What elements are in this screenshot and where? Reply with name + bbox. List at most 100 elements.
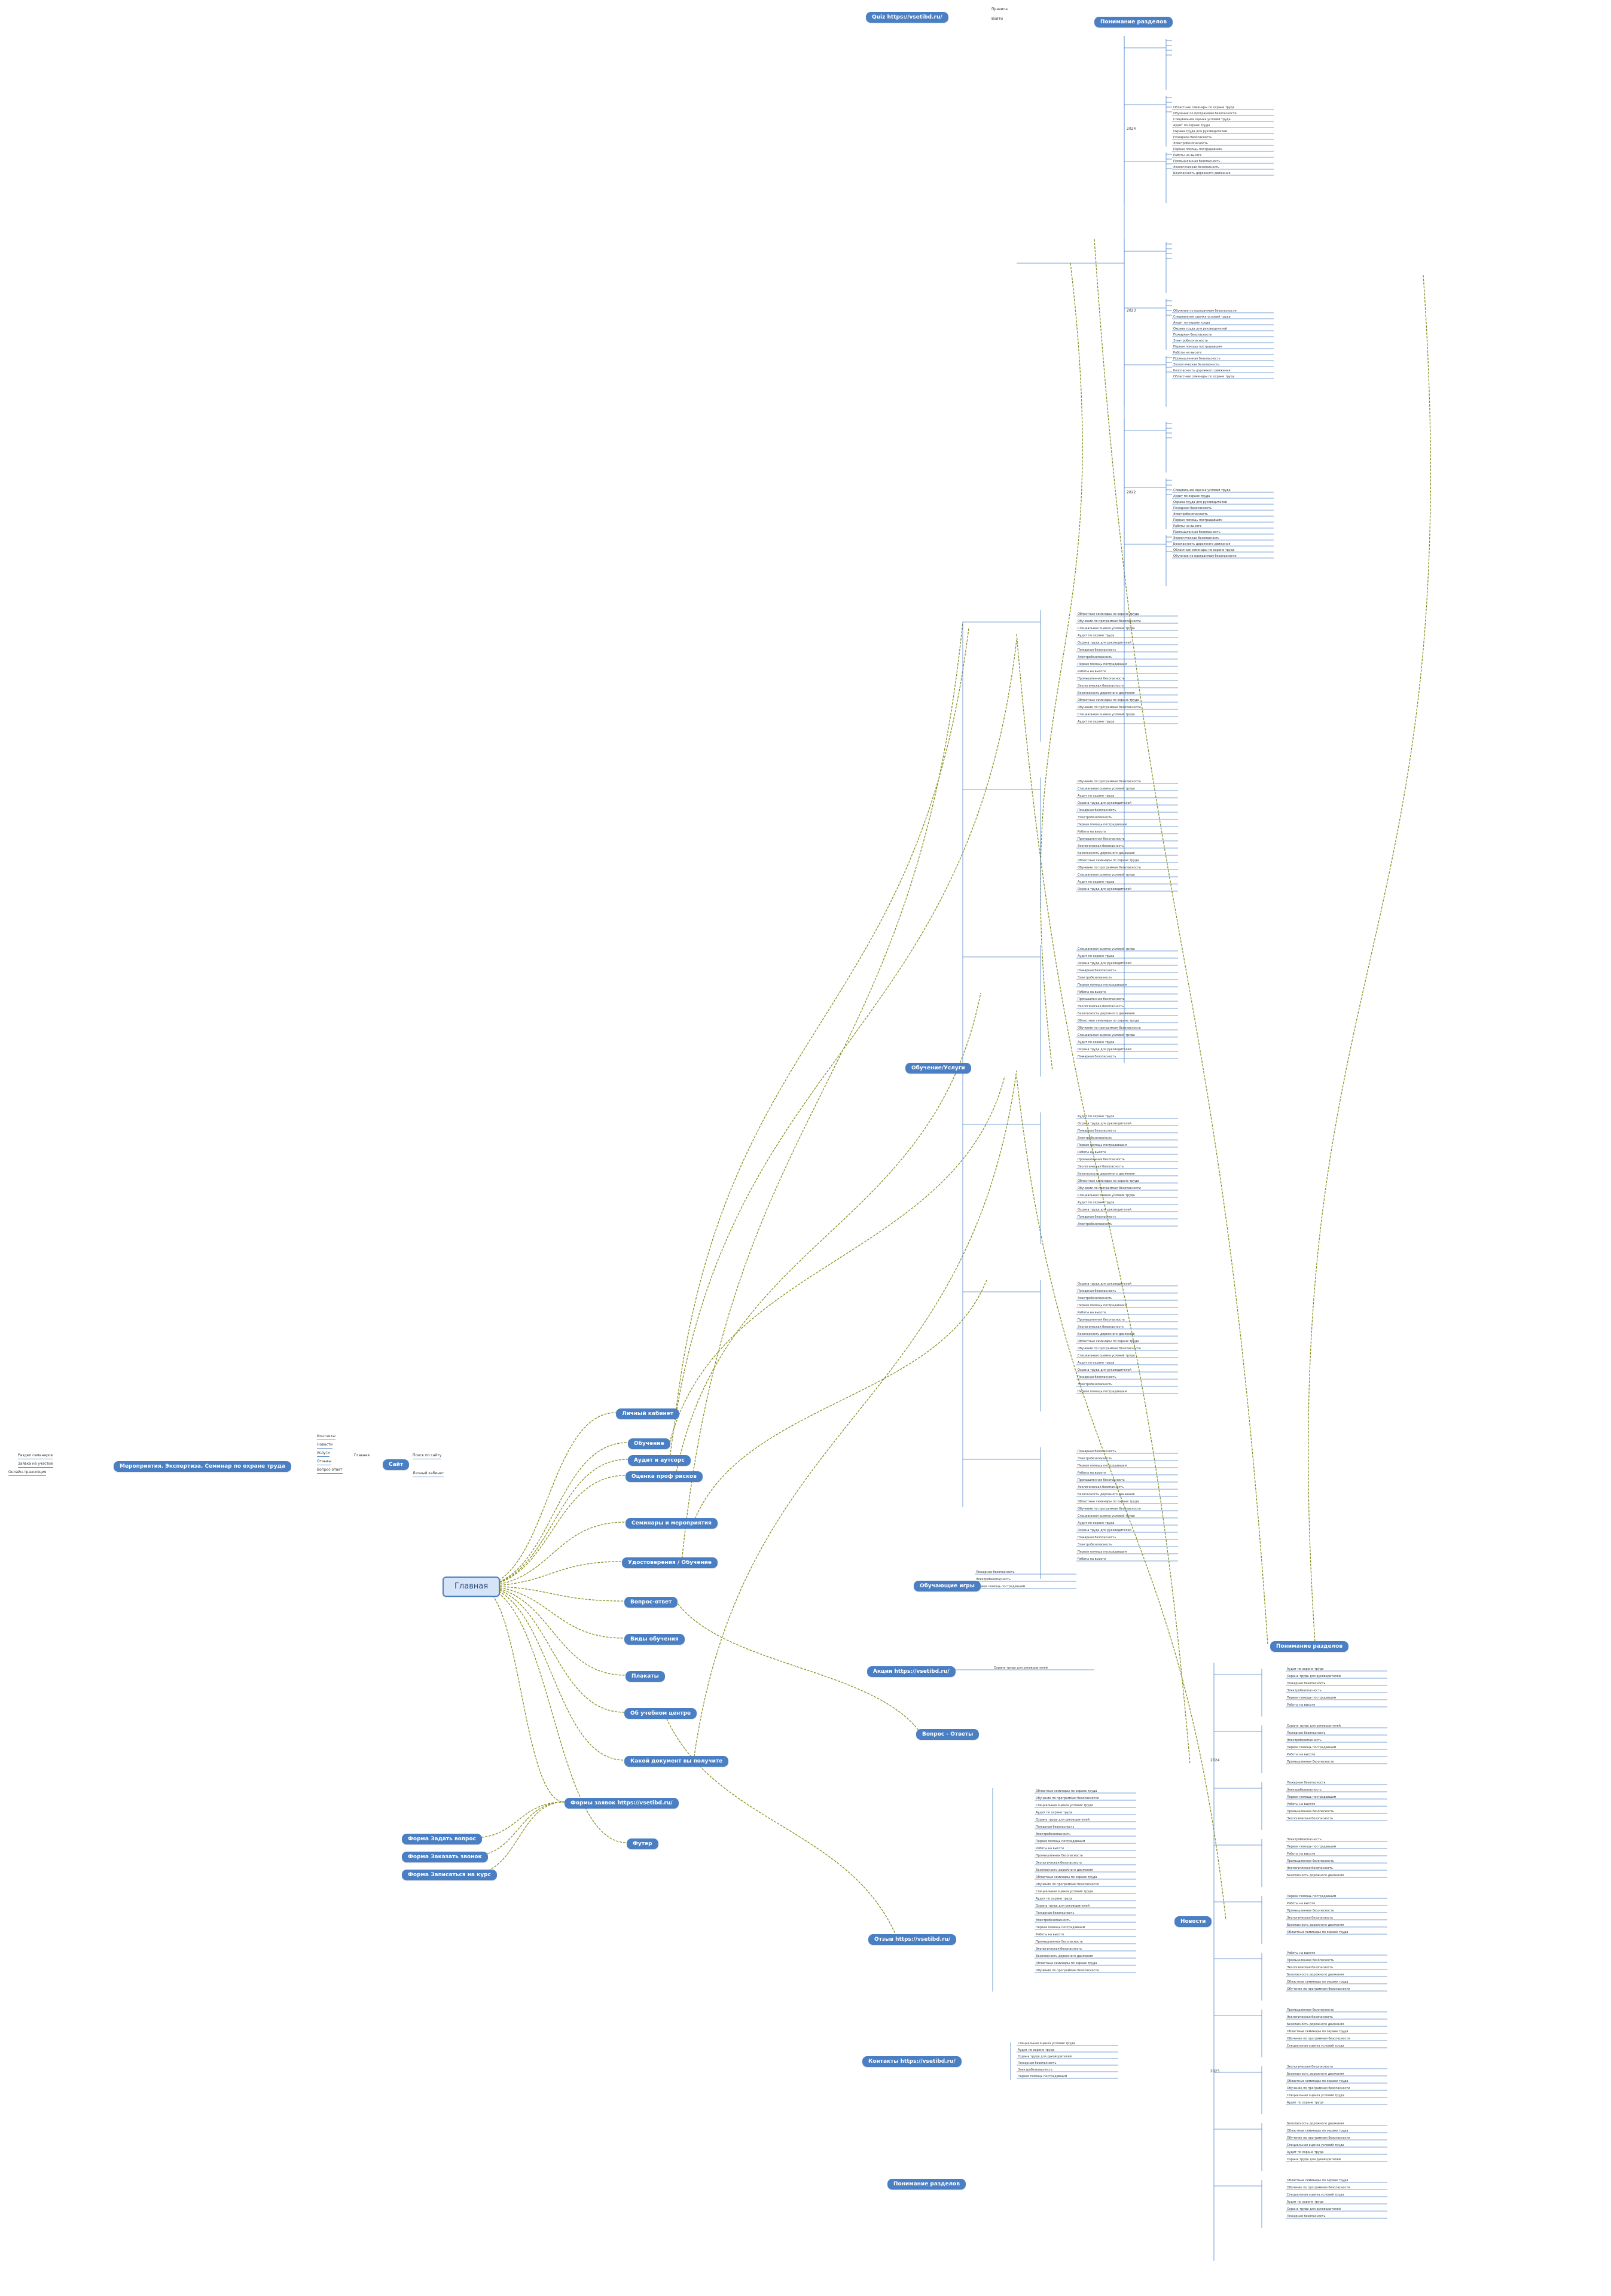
site-right-item[interactable]: Личный кабинет [413, 1471, 444, 1477]
site-item[interactable]: Вопрос-ответ [317, 1468, 343, 1474]
tree-leaf-label: Промышленная безопасность [1078, 1318, 1125, 1322]
quiz-item[interactable]: Правила [991, 7, 1008, 11]
tree-leaf-label: Обучение по программам безопасности [1078, 1187, 1141, 1190]
section-vidy[interactable]: Виды обучения [624, 1634, 685, 1645]
tree-leaf-label: Пожарная безопасность [1287, 1731, 1325, 1735]
tree-leaf-label: Электробезопасность [1078, 1543, 1112, 1547]
tree-leaf-label: Пожарная безопасность [1078, 648, 1116, 652]
connector-link [478, 1585, 625, 1713]
connector-link [478, 1442, 628, 1587]
section-lk[interactable]: Личный кабинет [616, 1408, 680, 1419]
section-udost[interactable]: Удостоверения / Обучение [622, 1557, 718, 1568]
tree-leaf-label: Электробезопасность [1036, 1832, 1070, 1836]
section-prof[interactable]: Оценка проф рисков [626, 1471, 703, 1482]
site-item[interactable]: Новости [317, 1443, 333, 1449]
tree-leaf-label: Пожарная безопасность [1078, 809, 1116, 812]
event-item[interactable]: Заявка на участие [18, 1462, 53, 1468]
mid-actions[interactable]: Акции https://vsetibd.ru/ [867, 1666, 956, 1677]
tree-leaf-label: Аудит по охране труда [1287, 2200, 1323, 2204]
tree-leaf-label: Безопасность дорожного движения [1287, 1874, 1344, 1877]
tree-leaf-label: Обучение по программам безопасности [1078, 706, 1141, 709]
tree-leaf-label: Безопасность дорожного движения [1078, 1333, 1134, 1336]
tree-leaf-label: Аудит по охране труда [1078, 634, 1114, 638]
section-vopros[interactable]: Вопрос-ответ [624, 1597, 678, 1608]
connector-link [478, 1585, 625, 1602]
news-about[interactable]: Понимание разделов [1270, 1641, 1349, 1652]
tree-leaf-label: Охрана труда для руководителей [1078, 1282, 1131, 1286]
tree-leaf-label: Работы на высоте [1287, 1703, 1315, 1707]
section-footer[interactable]: Футер [627, 1838, 658, 1849]
tree-leaf-label: Областные семинары по охране труда [1036, 1876, 1097, 1879]
tree-leaf-label: Работы на высоте [1078, 670, 1106, 673]
form-call[interactable]: Форма Заказать звонок [402, 1852, 488, 1862]
tree-leaf-label: Областные семинары по охране труда [1078, 1179, 1139, 1183]
section-audit[interactable]: Аудит и аутсорс [628, 1455, 691, 1466]
connector-link [472, 1801, 565, 1856]
connector-link [1308, 275, 1431, 1651]
event-node[interactable]: Мероприятия. Экспертиза. Семинар по охра… [114, 1461, 292, 1472]
quiz-item[interactable]: Войти [991, 17, 1003, 21]
site-item[interactable]: Услуги [317, 1451, 330, 1457]
event-item[interactable]: Раздел семинаров [18, 1453, 53, 1459]
tree-leaf-label: Электробезопасность [1078, 1222, 1112, 1226]
tree-leaf-label: Первая помощь пострадавшим [1173, 345, 1223, 349]
connector-link [478, 1585, 627, 1843]
tree-leaf-label: Безопасность дорожного движения [1036, 1955, 1093, 1958]
quiz-node[interactable]: Quiz https://vsetibd.ru/ [866, 12, 948, 23]
tree-leaf-label: Обучение по программам безопасности [1078, 620, 1141, 623]
tree-leaf-label: Промышленная безопасность [1287, 1760, 1334, 1764]
tree-leaf-label: Экологическая безопасность [1036, 1861, 1082, 1865]
mid-faq[interactable]: Вопрос - Ответы [916, 1729, 980, 1740]
section-ob[interactable]: Обучение [628, 1438, 670, 1449]
connector-link [693, 1279, 987, 1523]
section-plakat[interactable]: Плакаты [626, 1671, 665, 1682]
tree-leaf-label: Аудит по охране труда [1078, 720, 1114, 724]
section-centr[interactable]: Об учебном центре [624, 1708, 697, 1719]
section-form[interactable]: Формы заявок https://vsetibd.ru/ [565, 1798, 679, 1809]
tree-leaf-label: Областные семинары по охране труда [1078, 1340, 1139, 1343]
connector-link [1094, 239, 1268, 1645]
mid-reviews[interactable]: Отзыв https://vsetibd.ru/ [868, 1934, 957, 1945]
tree-leaf-label: Безопасность дорожного движения [1173, 542, 1230, 546]
tree-leaf-label: Специальная оценка условий труда [1078, 1193, 1135, 1197]
form-course[interactable]: Форма Записаться на курс [402, 1870, 497, 1880]
about-node-top[interactable]: Понимание разделов [1094, 17, 1173, 28]
tree-leaf-label: Первая помощь пострадавшим [1287, 1795, 1337, 1799]
tree-leaf-label: Экологическая безопасность [1173, 166, 1219, 169]
site-right-item[interactable]: Поиск по сайту [413, 1453, 442, 1459]
news-node[interactable]: Новости [1174, 1916, 1212, 1927]
tree-leaf-label: Работы на высоте [1036, 1847, 1064, 1850]
site-item[interactable]: Контакты [317, 1434, 335, 1440]
tree-leaf-label: Экологическая безопасность [1078, 1325, 1124, 1329]
tree-leaf-label: Областные семинары по охране труда [1173, 106, 1234, 109]
tree-leaf-label: Обучение по программам безопасности [1287, 2087, 1350, 2090]
tree-leaf-label: Промышленная безопасность [1287, 1959, 1334, 1962]
tree-leaf-label: Электробезопасность [1078, 976, 1112, 980]
section-doc[interactable]: Какой документ вы получите [624, 1756, 729, 1767]
tree-leaf-label: Электробезопасность [1078, 1383, 1112, 1386]
form-question[interactable]: Форма Задать вопрос [402, 1834, 483, 1844]
section-seminar[interactable]: Семинары и мероприятия [626, 1518, 718, 1529]
site-item[interactable]: Отзывы [317, 1459, 332, 1465]
connector-link [478, 1585, 565, 1803]
tree-leaf-label: Электробезопасность [1036, 1919, 1070, 1922]
tree-leaf-label: Охрана труда для руководителей [1173, 327, 1227, 331]
tree-year: 2022 [1127, 490, 1136, 495]
tree-leaf-label: Экологическая безопасность [1287, 2016, 1333, 2019]
bottom-about[interactable]: Понимание разделов [887, 2179, 966, 2190]
mid-contacts[interactable]: Контакты https://vsetibd.ru/ [862, 2056, 962, 2067]
tree-leaf-label: Специальная оценка условий труда [1173, 315, 1231, 319]
tree-leaf-label: Первая помощь пострадавшим [1078, 983, 1127, 987]
services-node[interactable]: Обучение/Услуги [905, 1063, 971, 1074]
site-node[interactable]: Сайт [383, 1459, 410, 1470]
root-node[interactable]: Главная [443, 1577, 501, 1597]
event-item[interactable]: Онлайн-трансляция [8, 1470, 47, 1476]
tree-leaf-label: Пожарная безопасность [1287, 2215, 1325, 2218]
mid-games[interactable]: Обучающие игры [914, 1581, 981, 1591]
tree-leaf-label: Экологическая безопасность [1287, 1867, 1333, 1870]
tree-leaf-label: Экологическая безопасность [1078, 844, 1124, 848]
tree-leaf-label: Обучение по программам безопасности [1173, 554, 1237, 558]
connector-link [681, 621, 963, 1562]
tree-leaf-label: Работы на высоте [1287, 1902, 1315, 1905]
